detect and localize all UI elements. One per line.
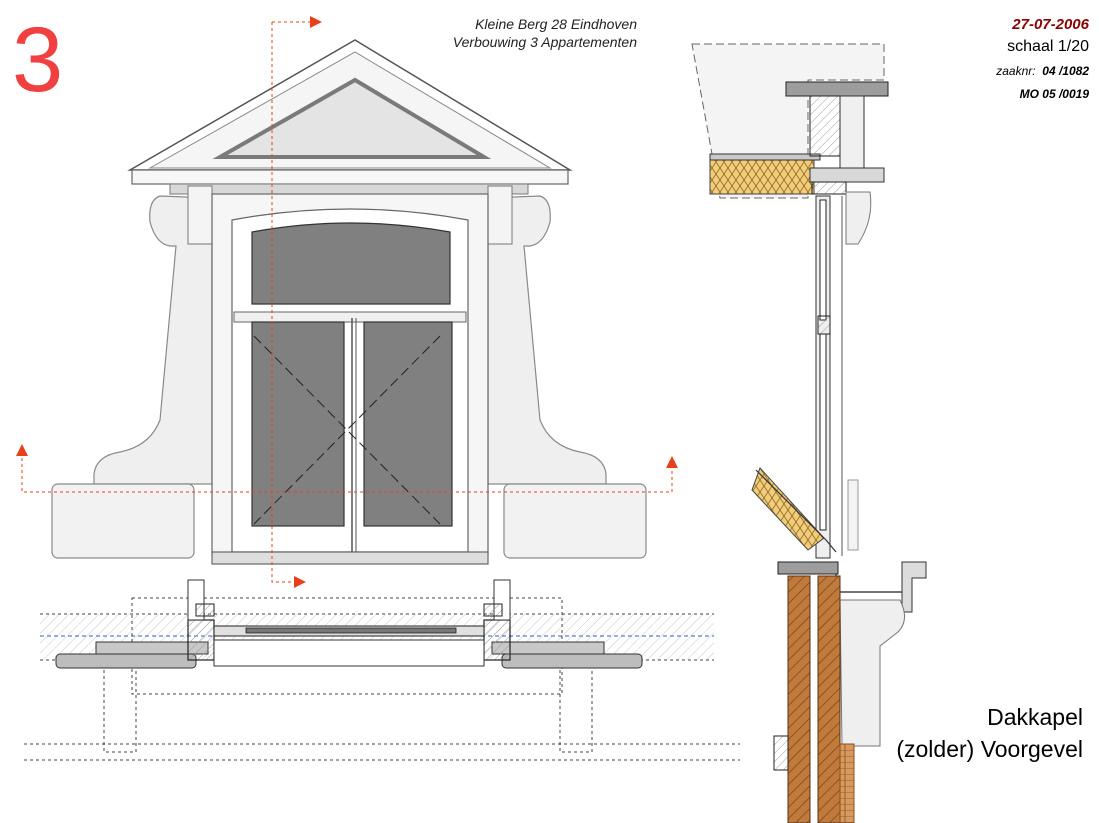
roof-insulation [709, 157, 815, 195]
front-elevation [16, 16, 678, 588]
case-number-line: zaaknr: 04 /1082 [996, 64, 1089, 78]
vertical-section [691, 43, 927, 823]
sheet-number: 3 [12, 9, 64, 111]
drawing-subtitle: (zolder) Voorgevel [896, 736, 1083, 762]
tympanum [212, 77, 492, 159]
section-arrow-right [666, 456, 678, 468]
drawing-title: Dakkapel [987, 704, 1083, 730]
case-label: zaaknr: [996, 64, 1036, 78]
mo-number: MO 05 /0019 [1019, 87, 1089, 101]
left-base-block [51, 483, 195, 559]
section-arrow-left [16, 444, 28, 456]
drawing-scale: schaal 1/20 [1007, 38, 1089, 55]
masonry-wall-inner [817, 575, 841, 823]
drawing-date: 27-07-2006 [1012, 16, 1089, 33]
right-door-glass [363, 321, 453, 527]
left-console [187, 185, 213, 245]
section-arrow-top [310, 16, 322, 28]
plan-view [24, 579, 740, 761]
left-cheek [93, 195, 213, 485]
right-base-block [503, 483, 647, 559]
right-cheek [487, 195, 607, 485]
masonry-wall-outer [787, 575, 811, 823]
right-console [487, 185, 513, 245]
transom-glass [251, 222, 451, 305]
case-number: 04 /1082 [1042, 64, 1089, 78]
project-address: Kleine Berg 28 Eindhoven [475, 16, 637, 32]
section-arrow-bottom [294, 576, 306, 588]
left-door-glass [251, 321, 345, 527]
cornice [131, 169, 569, 185]
project-description: Verbouwing 3 Appartementen [452, 34, 637, 50]
